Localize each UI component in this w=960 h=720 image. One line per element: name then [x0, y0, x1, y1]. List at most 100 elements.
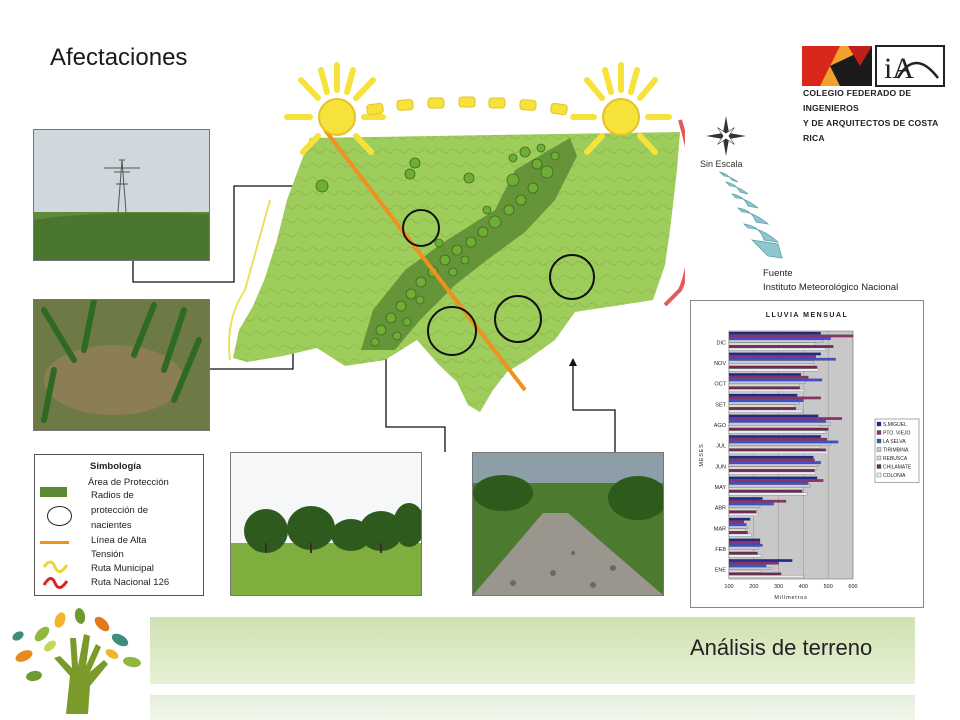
bar: [728, 525, 748, 529]
bar: [728, 419, 826, 423]
legend: Simbología Área de Protección Radios de …: [34, 454, 204, 596]
bar: [728, 479, 824, 482]
bar: [728, 469, 815, 472]
legend-swatch-protection: [40, 487, 67, 497]
spring-radius: [494, 295, 542, 343]
y-tick-label: MAR: [714, 526, 726, 532]
legend-swatch-routes: [42, 560, 69, 589]
legend-swatch: [876, 464, 882, 469]
source-label: Fuente: [763, 268, 793, 279]
y-tick-label: DIC: [717, 340, 727, 346]
bar: [728, 355, 816, 358]
bar: [728, 414, 819, 418]
bar: [728, 451, 829, 454]
bar: [728, 533, 752, 537]
bar: [728, 404, 795, 408]
legend-item: Ruta Municipal: [91, 563, 154, 574]
bar: [728, 461, 821, 464]
wind-icon: [718, 171, 783, 259]
footer-band: [150, 617, 915, 684]
legend-item: Tensión: [91, 549, 124, 560]
bar: [728, 531, 748, 534]
bar: [728, 422, 831, 426]
bar: [728, 510, 757, 514]
bar: [728, 476, 818, 480]
legend-swatch: [876, 430, 882, 435]
bar: [728, 546, 759, 550]
legend-label: REBUSCA: [883, 456, 908, 462]
bar: [728, 430, 826, 434]
bar: [728, 363, 815, 366]
sun-icon: [284, 62, 386, 155]
y-tick-label: ENE: [715, 568, 727, 574]
bar: [728, 381, 806, 384]
logo-caption: COLEGIO FEDERADO DE INGENIEROS Y DE ARQU…: [803, 86, 960, 146]
y-tick-label: NOV: [714, 361, 726, 367]
logo-line: Y DE ARQUITECTOS DE COSTA RICA: [803, 118, 939, 143]
bar: [728, 448, 826, 452]
legend-item: Ruta Nacional 126: [91, 577, 170, 588]
bar: [728, 523, 747, 526]
legend-swatch-power-line: [40, 541, 69, 544]
legend-item: Área de Protección: [88, 477, 169, 488]
bar: [728, 471, 816, 475]
bar: [728, 383, 800, 387]
bar: [728, 541, 761, 544]
national-route: [663, 119, 685, 307]
legend-label: TIRIMBINA: [883, 448, 909, 454]
bar: [728, 455, 814, 459]
sun-rays-arc: [366, 96, 568, 116]
bar: [728, 551, 758, 555]
bar: [728, 437, 828, 441]
y-tick-label: AGO: [714, 423, 727, 429]
y-tick-label: JUN: [715, 464, 726, 470]
legend-swatch: [876, 455, 882, 461]
bar: [728, 345, 834, 348]
bar: [728, 559, 793, 562]
chart-title: LLUVIA MENSUAL: [766, 312, 849, 319]
legend-swatch: [876, 472, 882, 478]
bar: [728, 409, 803, 413]
photo-stream: [33, 299, 210, 431]
bar: [728, 564, 767, 568]
bar: [728, 417, 842, 420]
y-tick-label: SET: [715, 402, 726, 408]
photo-gravel-road: [472, 452, 664, 596]
bar: [728, 554, 762, 558]
plot-area: [728, 330, 854, 580]
bar: [728, 360, 814, 364]
bar: [728, 396, 821, 400]
x-tick-label: 200: [749, 584, 758, 590]
bar: [728, 466, 818, 470]
bar: [728, 489, 803, 493]
bar: [728, 507, 758, 511]
footer-band-lower: [150, 695, 915, 720]
bar: [728, 399, 804, 402]
bar: [728, 427, 829, 431]
bar: [728, 517, 751, 521]
bar: [728, 513, 759, 516]
legend-swatch: [876, 438, 882, 444]
bar: [728, 401, 800, 405]
page-title: Afectaciones: [50, 44, 188, 71]
terrain-map: [228, 62, 685, 412]
legend-item: Radios de: [91, 490, 134, 501]
bar: [728, 440, 839, 444]
bar: [728, 569, 762, 573]
legend-title: Simbología: [90, 461, 142, 472]
bar: [728, 407, 797, 410]
footer-title: Análisis de terreno: [690, 635, 873, 660]
source-note: Fuente Instituto Meteorológico Nacional: [763, 267, 898, 295]
bar: [728, 549, 754, 552]
spring-radius: [427, 306, 477, 356]
bar: [728, 567, 772, 570]
x-tick-label: 400: [799, 584, 808, 590]
x-tick-label: 300: [774, 584, 783, 590]
photo-pasture: [230, 452, 422, 596]
x-axis-label: Milímetros: [774, 595, 807, 601]
legend-swatch: [876, 447, 882, 452]
bar: [728, 368, 819, 372]
photo-power-tower: [33, 129, 210, 261]
legend-item: protección de: [91, 505, 149, 516]
